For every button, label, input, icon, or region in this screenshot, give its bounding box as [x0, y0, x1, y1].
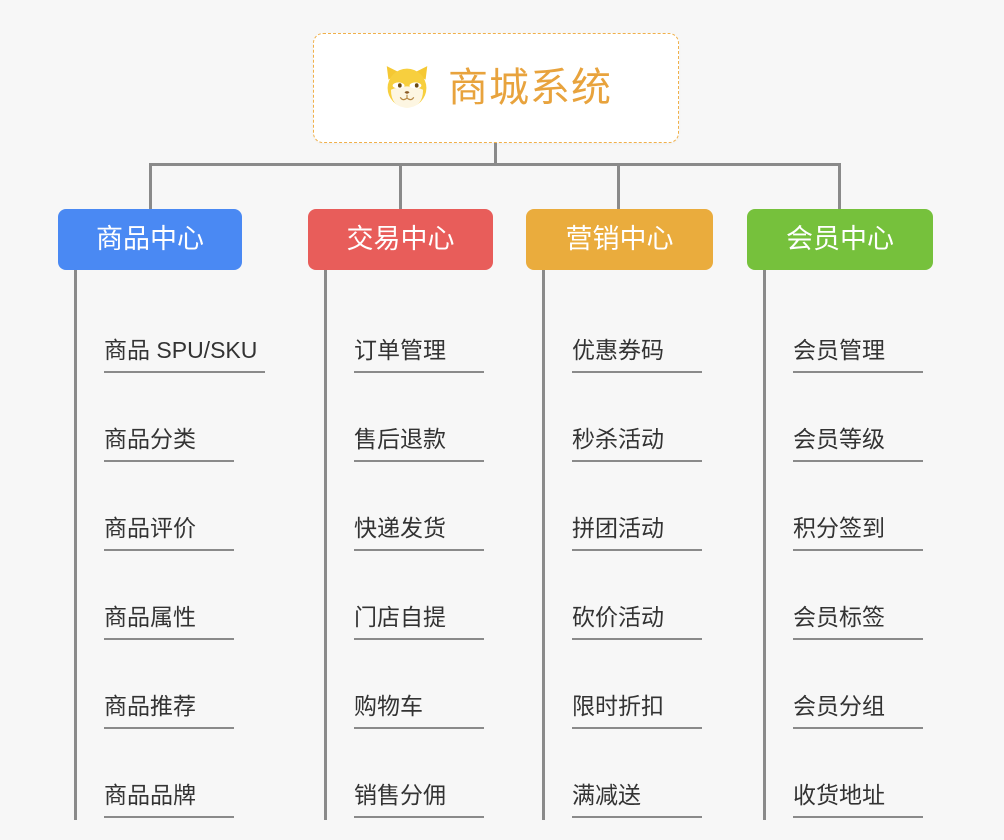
leaf-label: 门店自提: [354, 606, 484, 640]
leaf-label: 会员分组: [793, 695, 923, 729]
leaf-item[interactable]: 门店自提: [308, 551, 493, 640]
connector-trunk-4: [763, 270, 766, 820]
leaf-item[interactable]: 购物车: [308, 640, 493, 729]
leaf-label: 商品评价: [104, 517, 234, 551]
leaf-item[interactable]: 砍价活动: [526, 551, 713, 640]
branch-header-label-2: 交易中心: [346, 224, 455, 254]
branch-column-2: 交易中心 订单管理 售后退款 快递发货 门店自提 购物车 销售分佣: [308, 209, 493, 820]
leaf-label: 收货地址: [793, 784, 923, 818]
branch-column-1: 商品中心 商品 SPU/SKU 商品分类 商品评价 商品属性 商品推荐 商品品牌: [58, 209, 266, 820]
leaf-label: 购物车: [354, 695, 484, 729]
connector-drop-1: [149, 163, 152, 209]
leaf-label: 优惠券码: [572, 339, 702, 373]
leaf-item[interactable]: 商品分类: [58, 373, 265, 462]
branch-column-4: 会员中心 会员管理 会员等级 积分签到 会员标签 会员分组 收货地址: [747, 209, 933, 820]
leaf-item[interactable]: 商品品牌: [58, 729, 265, 818]
leaf-label: 订单管理: [354, 339, 484, 373]
leaf-item[interactable]: 商品属性: [58, 551, 265, 640]
branch-header-label-1: 商品中心: [96, 224, 204, 254]
leaf-label: 满减送: [572, 784, 702, 818]
branch-header-3[interactable]: 营销中心: [526, 209, 713, 270]
leaf-label: 销售分佣: [354, 784, 484, 818]
leaf-list-3: 优惠券码 秒杀活动 拼团活动 砍价活动 限时折扣 满减送: [526, 270, 713, 820]
leaf-item[interactable]: 订单管理: [308, 284, 493, 373]
leaf-item[interactable]: 会员标签: [747, 551, 933, 640]
connector-drop-4: [838, 163, 841, 209]
leaf-label: 商品推荐: [104, 695, 234, 729]
leaf-list-1: 商品 SPU/SKU 商品分类 商品评价 商品属性 商品推荐 商品品牌: [58, 270, 266, 820]
leaf-label: 售后退款: [354, 428, 484, 462]
connector-root-stem: [494, 143, 497, 165]
branch-column-3: 营销中心 优惠券码 秒杀活动 拼团活动 砍价活动 限时折扣 满减送: [526, 209, 713, 820]
leaf-item[interactable]: 快递发货: [308, 462, 493, 551]
leaf-label: 商品 SPU/SKU: [104, 339, 266, 373]
leaf-item[interactable]: 满减送: [526, 729, 713, 818]
leaf-label: 商品分类: [104, 428, 234, 462]
branch-header-1[interactable]: 商品中心: [58, 209, 242, 270]
leaf-item[interactable]: 优惠券码: [526, 284, 713, 373]
branch-header-label-3: 营销中心: [565, 224, 674, 254]
leaf-item[interactable]: 会员分组: [747, 640, 933, 729]
root-title: 商城系统: [448, 66, 612, 110]
leaf-list-2: 订单管理 售后退款 快递发货 门店自提 购物车 销售分佣: [308, 270, 493, 820]
shiba-dog-face-icon: [386, 66, 428, 108]
leaf-item[interactable]: 限时折扣: [526, 640, 713, 729]
leaf-label: 会员标签: [793, 606, 923, 640]
leaf-label: 砍价活动: [572, 606, 702, 640]
leaf-item[interactable]: 商品推荐: [58, 640, 265, 729]
leaf-label: 商品品牌: [104, 784, 234, 818]
leaf-label: 快递发货: [354, 517, 484, 551]
leaf-item[interactable]: 收货地址: [747, 729, 933, 818]
leaf-label: 商品属性: [104, 606, 234, 640]
root-node[interactable]: 商城系统: [313, 33, 679, 143]
leaf-item[interactable]: 售后退款: [308, 373, 493, 462]
leaf-item[interactable]: 积分签到: [747, 462, 933, 551]
leaf-label: 积分签到: [793, 517, 923, 551]
leaf-item[interactable]: 拼团活动: [526, 462, 713, 551]
leaf-label: 限时折扣: [572, 695, 702, 729]
leaf-item[interactable]: 秒杀活动: [526, 373, 713, 462]
connector-drop-3: [617, 163, 620, 209]
leaf-label: 会员管理: [793, 339, 923, 373]
leaf-list-4: 会员管理 会员等级 积分签到 会员标签 会员分组 收货地址: [747, 270, 933, 820]
leaf-label: 会员等级: [793, 428, 923, 462]
connector-trunk-3: [542, 270, 545, 820]
leaf-item[interactable]: 销售分佣: [308, 729, 493, 818]
branch-header-label-4: 会员中心: [786, 224, 894, 254]
connector-horizontal-bus: [149, 163, 841, 166]
branch-header-2[interactable]: 交易中心: [308, 209, 493, 270]
leaf-label: 拼团活动: [572, 517, 702, 551]
leaf-item[interactable]: 商品 SPU/SKU: [58, 284, 266, 373]
leaf-item[interactable]: 会员等级: [747, 373, 933, 462]
connector-trunk-1: [74, 270, 77, 820]
connector-trunk-2: [324, 270, 327, 820]
branch-header-4[interactable]: 会员中心: [747, 209, 933, 270]
leaf-label: 秒杀活动: [572, 428, 702, 462]
leaf-item[interactable]: 会员管理: [747, 284, 933, 373]
leaf-item[interactable]: 商品评价: [58, 462, 265, 551]
connector-drop-2: [399, 163, 402, 209]
